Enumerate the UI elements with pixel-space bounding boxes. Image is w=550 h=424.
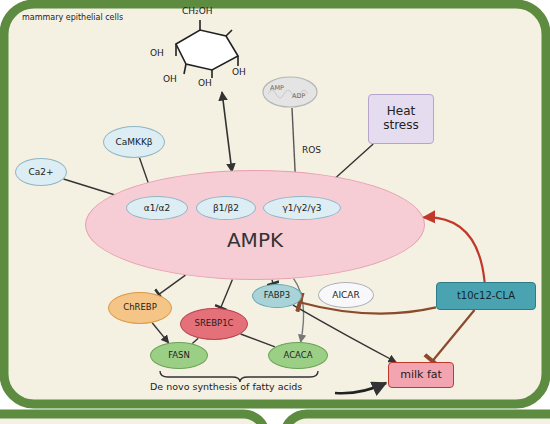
- ampk-ellipse: AMPK α1/α2 β1/β2 γ1/γ2/γ3: [85, 170, 425, 280]
- free-label: CH₂OH: [182, 6, 213, 16]
- node-label: milk fat: [400, 369, 442, 382]
- mitochondrion: [263, 77, 317, 107]
- connector-arrow: [152, 323, 168, 343]
- compound-ellipse: AICAR: [318, 282, 374, 308]
- node-label: SREBP1C: [195, 319, 234, 329]
- free-label: ADP: [292, 92, 305, 100]
- node-label: ChREBP: [123, 303, 157, 313]
- connector-arrow: [423, 217, 484, 282]
- node-label: AICAR: [332, 290, 360, 300]
- kinase-ellipse: CaMKKβ: [103, 126, 165, 158]
- inhibition-line: [432, 310, 475, 362]
- inhibition-line: [158, 275, 185, 295]
- free-label: De novo synthesis of fatty acids: [150, 381, 302, 392]
- inhibition-line: [221, 280, 233, 309]
- node-label: CaMKKβ: [115, 137, 152, 147]
- subunit-ellipse: γ1/γ2/γ3: [263, 196, 341, 220]
- free-label: OH: [232, 67, 246, 77]
- stress-box: Heat stress: [368, 94, 434, 144]
- node-label: FABP3: [264, 291, 290, 301]
- glucose-exchange-arrow: [222, 92, 232, 172]
- neighbor-cell: [285, 414, 550, 424]
- free-label: OH: [163, 74, 177, 84]
- node-label: FASN: [168, 351, 190, 361]
- node-label: β1/β2: [213, 203, 239, 213]
- brace: [160, 371, 318, 382]
- free-label: OH: [150, 48, 164, 58]
- inhibition-line: [299, 302, 436, 314]
- node-label: Ca2+: [28, 167, 53, 177]
- factor-ellipse: ChREBP: [108, 292, 172, 324]
- free-label: OH: [198, 78, 212, 88]
- synthesis-arrow: [335, 383, 386, 393]
- subunit-ellipse: α1/α2: [126, 196, 188, 220]
- free-label: mammary epithelial cells: [22, 13, 123, 22]
- neighbor-cell: [0, 414, 265, 424]
- free-label: AMP: [270, 84, 284, 92]
- protein-ellipse: FABP3: [252, 284, 302, 308]
- compound-box: t10c12-CLA: [436, 282, 536, 310]
- node-label: AMPK: [86, 229, 424, 252]
- cell-membrane: [4, 4, 546, 404]
- node-label: Heat stress: [372, 105, 430, 133]
- glucose-structure: [176, 20, 238, 78]
- ion-ellipse: Ca2+: [15, 158, 67, 186]
- subunit-ellipse: β1/β2: [196, 196, 256, 220]
- enzyme-ellipse: ACACA: [268, 342, 328, 369]
- node-label: α1/α2: [144, 203, 170, 213]
- connector-arrow: [241, 334, 275, 347]
- enzyme-ellipse: FASN: [150, 342, 208, 369]
- node-label: ACACA: [283, 351, 312, 361]
- connector-arrow: [192, 338, 198, 343]
- product-box: milk fat: [388, 362, 454, 388]
- factor-ellipse: SREBP1C: [180, 308, 248, 340]
- free-label: ROS: [302, 145, 321, 155]
- node-label: γ1/γ2/γ3: [282, 203, 321, 213]
- node-label: t10c12-CLA: [457, 290, 515, 302]
